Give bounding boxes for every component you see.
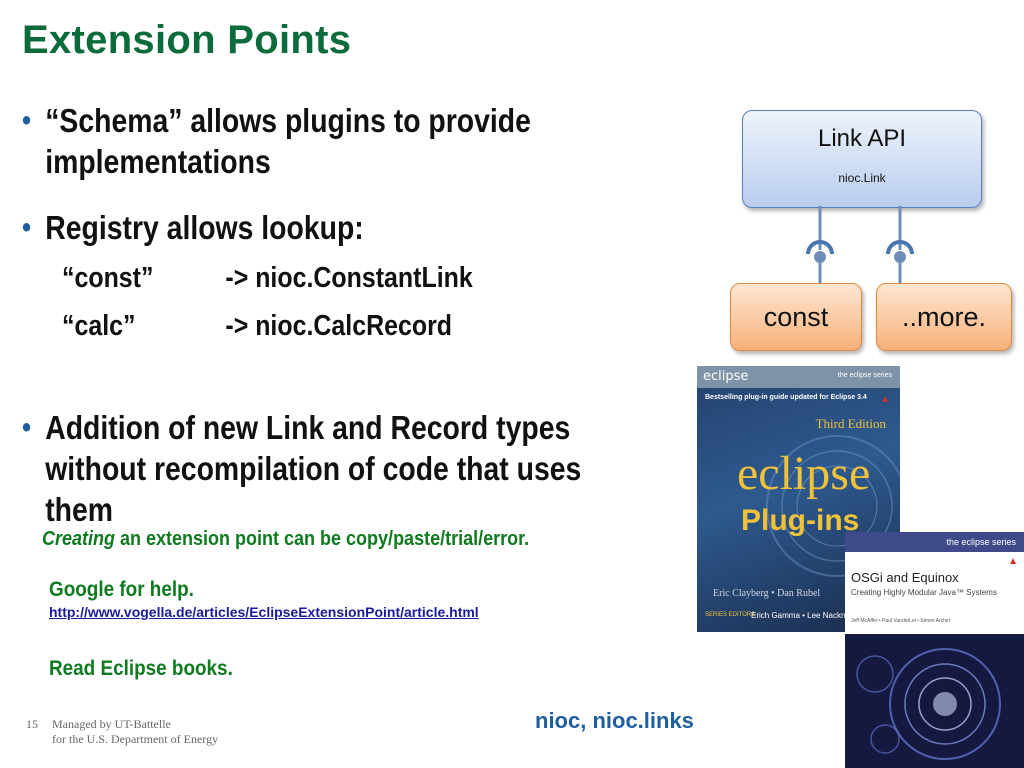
- book-header-bar: [845, 532, 1024, 552]
- ball-icon: [894, 251, 906, 263]
- link-api-sub: nioc.Link: [838, 171, 886, 185]
- book-edition: Third Edition: [815, 416, 886, 431]
- google-help: Google for help.: [49, 578, 194, 601]
- book-editors: Erich Gamma • Lee Nackman: [751, 611, 857, 620]
- bullet-dot-icon: •: [22, 211, 32, 244]
- book-title-panel: [845, 552, 1024, 634]
- bullet-registry: • Registry allows lookup:: [22, 207, 699, 248]
- lookup-key: “const”: [62, 262, 154, 294]
- bullet-dot-icon: •: [22, 104, 32, 137]
- book-title: OSGi and Equinox: [851, 570, 959, 585]
- const-box: const: [730, 283, 862, 351]
- book-authors: Jeff McAffer • Paul VanderLei • Simon Ar…: [851, 618, 951, 624]
- book-subtitle: Creating Highly Modular Java™ Systems: [851, 588, 997, 597]
- book-series: the eclipse series: [837, 372, 892, 379]
- book-series: the eclipse series: [946, 537, 1016, 547]
- bullet-dot-icon: •: [22, 411, 32, 444]
- page-number: 15: [26, 717, 38, 731]
- fractal-art: [845, 634, 1024, 768]
- lookup-value: -> nioc.ConstantLink: [225, 262, 473, 294]
- bullet-line: Addition of new Link and Record types: [45, 409, 571, 446]
- book-title-1: eclipse: [737, 447, 871, 500]
- publisher-icon: ▲: [880, 394, 890, 405]
- link-api-title: Link API: [817, 125, 907, 152]
- more-box: ..more.: [876, 283, 1012, 351]
- footer-line-1: Managed by UT-Battelle: [52, 717, 171, 731]
- creating-note: Creating an extension point can be copy/…: [42, 528, 529, 551]
- package-label: nioc, nioc.links: [535, 708, 694, 733]
- book-editors-label: SERIES EDITORS: [705, 612, 756, 618]
- book-title-2: Plug-ins: [741, 504, 860, 537]
- bullet-line: without recompilation of code that uses: [45, 450, 582, 487]
- vogella-link[interactable]: http://www.vogella.de/articles/EclipseEx…: [49, 604, 479, 620]
- lookup-value: -> nioc.CalcRecord: [225, 310, 453, 342]
- bullet-schema: • “Schema” allows plugins to provide imp…: [22, 100, 699, 182]
- bullet-line: them: [45, 491, 114, 528]
- bullet-line: implementations: [45, 143, 271, 180]
- book-authors: Eric Clayberg • Dan Rubel: [713, 588, 821, 599]
- bullet-list: • “Schema” allows plugins to provide imp…: [22, 100, 682, 182]
- creating-rest: an extension point can be copy/paste/tri…: [115, 528, 530, 550]
- book-tagline: Bestselling plug-in guide updated for Ec…: [705, 394, 867, 401]
- bullet-addition: • Addition of new Link and Record types …: [22, 407, 699, 530]
- osgi-equinox-book-cover: the eclipse series ▲ OSGi and Equinox Cr…: [845, 532, 1024, 768]
- link-api-box: Link API nioc.Link: [742, 110, 982, 208]
- connector-diagram: [806, 206, 914, 284]
- creating-word: Creating: [42, 528, 116, 550]
- lookup-calc: “calc” -> nioc.CalcRecord: [62, 310, 452, 343]
- slide-title: Extension Points: [22, 18, 352, 62]
- socket-icon: [806, 240, 834, 255]
- bullet-line: “Schema” allows plugins to provide: [45, 102, 531, 139]
- ball-icon: [814, 251, 826, 263]
- book-logo: eclipse: [703, 369, 749, 384]
- read-books: Read Eclipse books.: [49, 657, 233, 680]
- book-header-bar: [697, 366, 900, 388]
- eclipse-swirl-art: [766, 435, 900, 577]
- publisher-icon: ▲: [1008, 556, 1018, 567]
- footer-line-2: for the U.S. Department of Energy: [52, 732, 219, 746]
- socket-icon: [886, 240, 914, 255]
- lookup-const: “const” -> nioc.ConstantLink: [62, 262, 473, 295]
- lookup-key: “calc”: [62, 310, 136, 342]
- bullet-line: Registry allows lookup:: [45, 209, 364, 246]
